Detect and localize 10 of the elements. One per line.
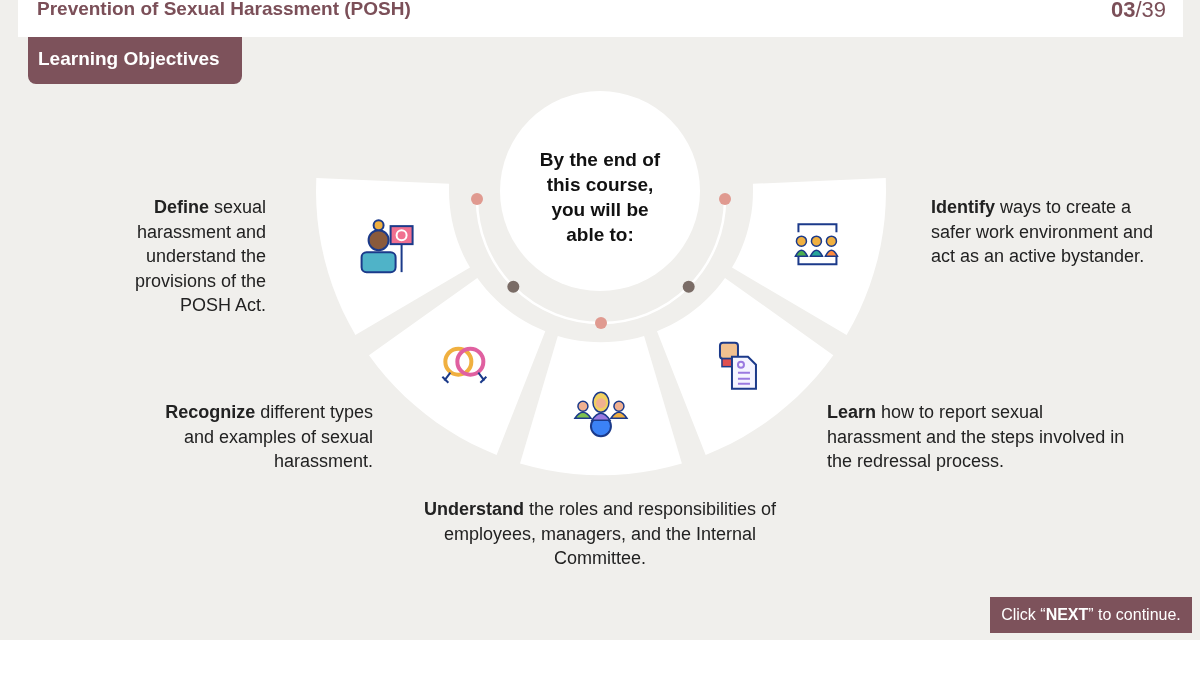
section-tab: Learning Objectives bbox=[28, 37, 242, 84]
objective-text: Recognize different types and examples of sexual harassment. bbox=[164, 401, 373, 473]
objective-text: Identify ways to create a safer work environment and act as an active bystander. bbox=[931, 196, 1155, 268]
objective-text: Learn how to report sexual harassment and the steps involved in the redressal process. bbox=[827, 401, 1126, 473]
next-hint: Click “NEXT” to continue. bbox=[990, 597, 1192, 633]
objective-text: Understand the roles and responsibilities of employees, managers, and the Internal Committee. bbox=[422, 498, 778, 570]
objective-text: Define sexual harassment and understand the provisions of the POSH Act. bbox=[133, 196, 266, 317]
slide-title: Prevention of Sexual Harassment (POSH) bbox=[37, 0, 411, 20]
page-counter: 03/39 bbox=[1109, 0, 1166, 23]
intro-text: By the end of this course, you will be able to: bbox=[538, 148, 662, 247]
